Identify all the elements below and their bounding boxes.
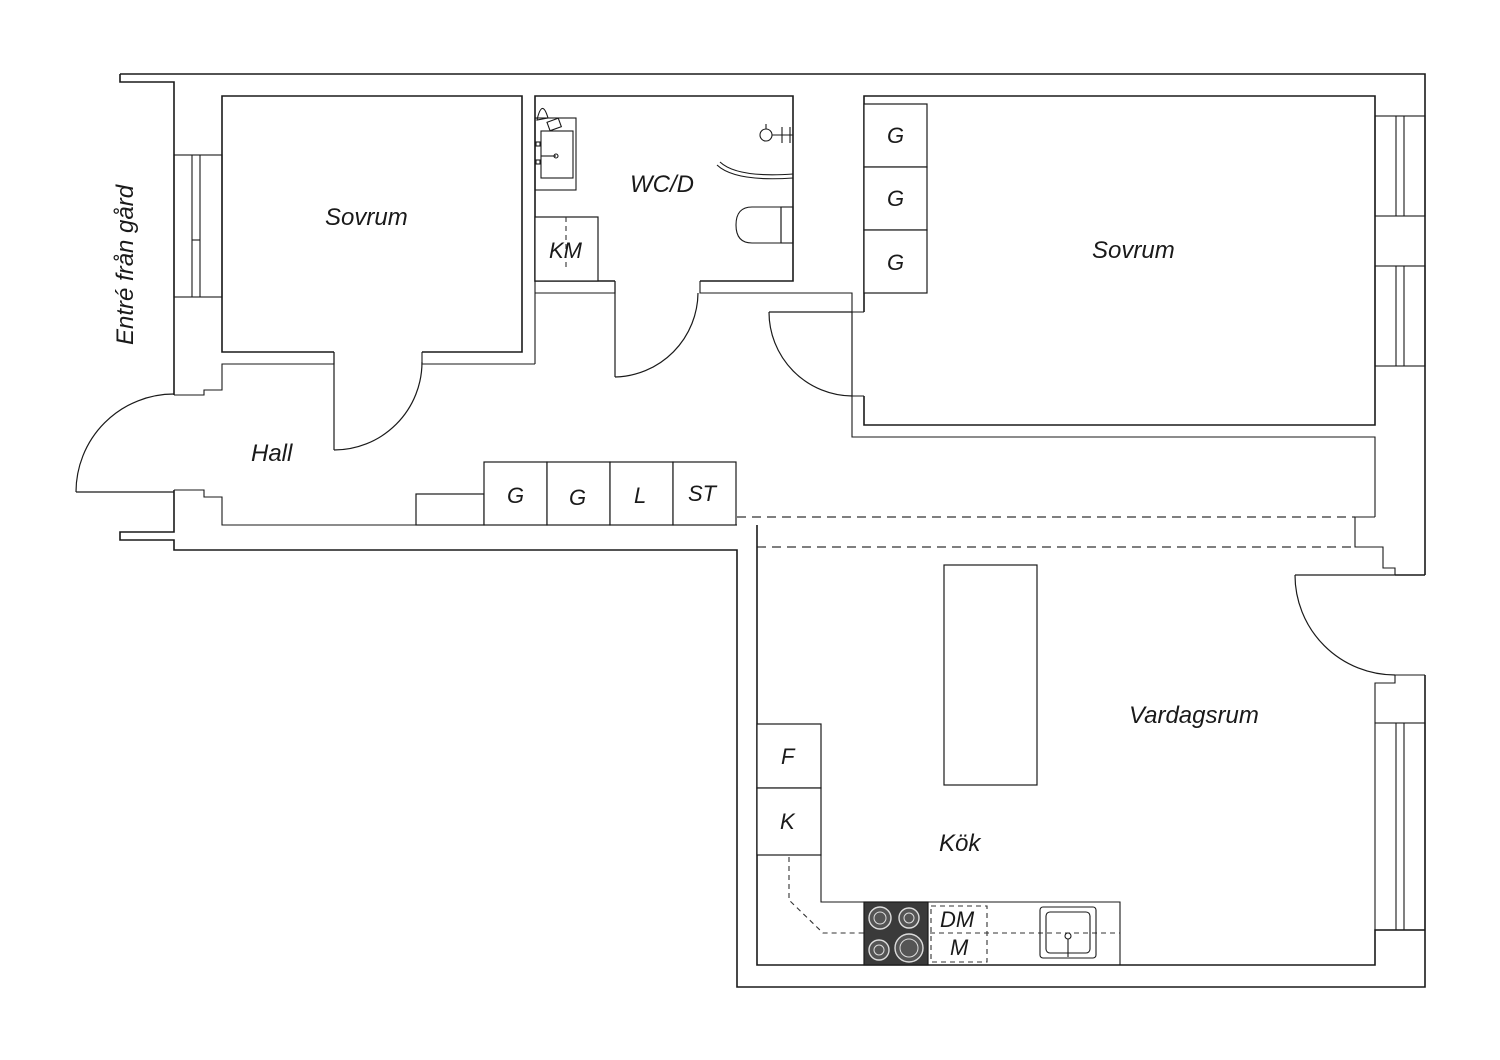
bedroom-right-door	[768, 311, 853, 397]
bedroom-left-label: Sovrum	[325, 204, 408, 231]
bathroom-label: WC/D	[630, 171, 694, 198]
bedroom-left	[174, 95, 535, 396]
wardrobe-label: G	[887, 186, 904, 211]
living-kitchen	[756, 525, 1426, 966]
window-left	[173, 154, 223, 298]
living-label: Vardagsrum	[1129, 702, 1259, 729]
bathroom-door	[614, 281, 699, 378]
cleaning-label: ST	[688, 481, 718, 506]
kitchen-label: Kök	[939, 830, 982, 857]
bathroom-fixtures	[534, 107, 794, 282]
hall-label: Hall	[251, 440, 293, 467]
doors	[75, 281, 1396, 676]
microwave-label: M	[950, 935, 969, 960]
kitchen-tall-units	[756, 723, 822, 856]
bedroom-wardrobes	[863, 103, 928, 294]
freezer-label: K	[780, 809, 796, 834]
toilet-icon	[735, 206, 794, 244]
washbasin-icon	[534, 117, 577, 191]
kitchen-island	[943, 564, 1038, 786]
bedroom-right	[851, 95, 1426, 517]
entrance-door	[75, 393, 175, 493]
kitchen-counter	[757, 854, 1121, 966]
washer-label: KM	[549, 238, 583, 263]
bedroom-left-door	[333, 352, 423, 451]
wardrobe-label: G	[887, 250, 904, 275]
bedroom-right-label: Sovrum	[1092, 237, 1175, 264]
fridge-label: F	[781, 744, 796, 769]
hall-storage	[483, 461, 737, 526]
shower-icon	[716, 124, 794, 180]
linen-label: L	[634, 483, 646, 508]
wardrobe-label: G	[887, 123, 904, 148]
hall-walls	[174, 489, 737, 526]
wardrobe-label: G	[569, 485, 586, 510]
balcony-door	[1294, 574, 1396, 676]
wardrobe-label: G	[507, 483, 524, 508]
dishwasher-label: DM	[940, 907, 975, 932]
sink-icon	[1039, 906, 1097, 959]
entrance-label: Entré från gård	[112, 184, 139, 345]
opening-dashes	[737, 516, 1396, 575]
tap-icon	[536, 107, 549, 121]
